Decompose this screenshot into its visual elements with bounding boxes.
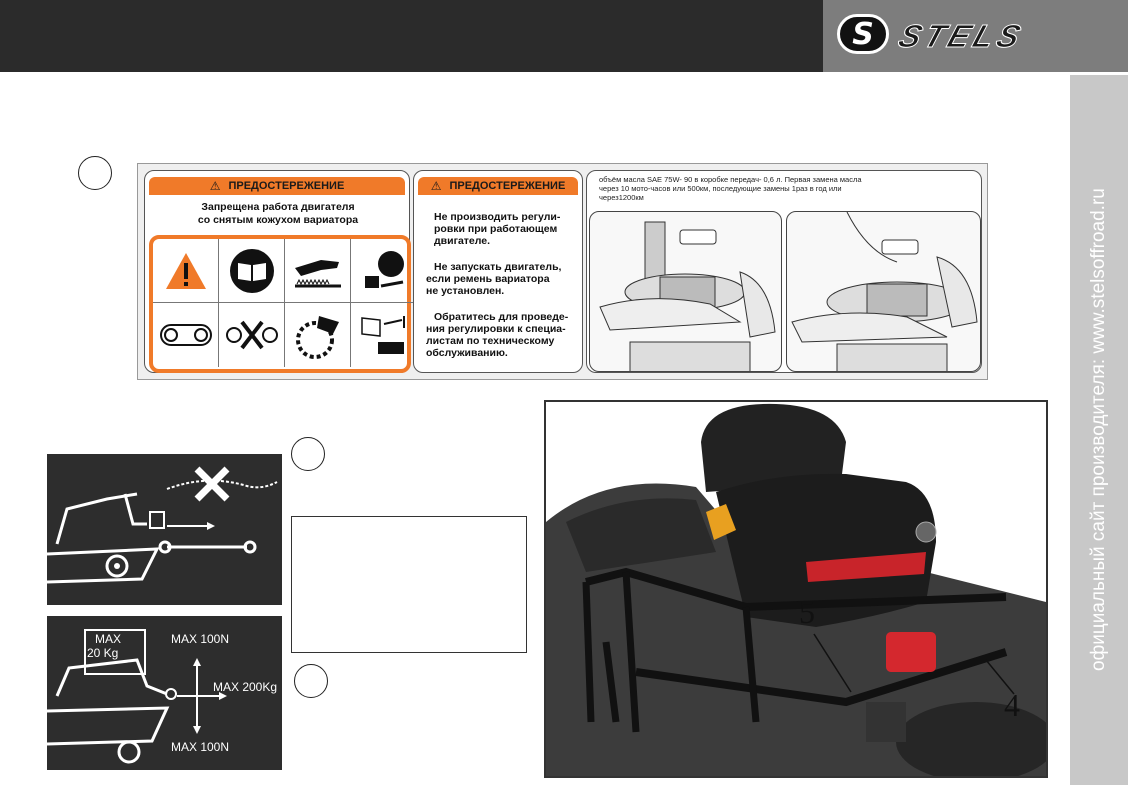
hand-hazard-pictogram xyxy=(285,239,351,303)
variator-drawing-1 xyxy=(589,211,782,372)
figure-marker-circle-3 xyxy=(294,664,328,698)
helmet-pictogram xyxy=(351,239,417,303)
tow-hitch-diagram xyxy=(46,454,282,605)
belt-pictogram xyxy=(153,303,219,367)
track-hazard-icon xyxy=(295,316,339,359)
variator-illustration-icon xyxy=(599,221,776,371)
warning-triangle-icon: ⚠ xyxy=(209,179,221,193)
callout-number-5: 5 xyxy=(799,594,815,630)
max-down-force-label: MAX 100N xyxy=(171,740,230,754)
caution-pictogram xyxy=(153,239,219,303)
empty-note-box xyxy=(291,516,527,653)
helmet-icon xyxy=(365,250,404,288)
rear-trunk-illustration-icon xyxy=(546,403,1046,776)
warning-triangle-icon: ⚠ xyxy=(430,179,442,193)
warning-heading-bar-2: ⚠ ПРЕДОСТЕРЕЖЕНИЕ xyxy=(418,177,578,195)
hand-hazard-icon xyxy=(294,259,341,287)
tow-hitch-illustration-icon xyxy=(46,466,278,584)
brand-wordmark: STELS xyxy=(894,18,1030,55)
manufacturer-site-text: официальный сайт производителя: www.stel… xyxy=(1088,188,1109,672)
left-warning-text-1: Запрещена работа двигателя xyxy=(201,201,355,213)
figure-marker-circle-2 xyxy=(291,437,325,471)
pictogram-grid xyxy=(149,235,417,373)
service-pictogram xyxy=(351,303,417,367)
service-manual-icon xyxy=(361,316,405,354)
variator-illustration-icon xyxy=(791,212,978,371)
variator-drawing-2 xyxy=(786,211,981,372)
middle-warning-para-2: Не запускать двигатель, если ремень вари… xyxy=(426,261,562,297)
caution-triangle-icon xyxy=(165,252,206,289)
track-hazard-pictogram xyxy=(285,303,351,367)
middle-warning-para-3: Обратитесь для проведе- ния регулировки … xyxy=(426,311,569,359)
belt-drive-icon xyxy=(159,324,212,346)
left-warning-text-2: со снятым кожухом вариатора xyxy=(197,214,359,226)
max-up-force-label: MAX 100N xyxy=(171,632,230,646)
oil-info-panel: объём масла SAE 75W- 90 в коробке переда… xyxy=(586,170,982,373)
max-load-value: 20 Kg xyxy=(87,646,119,660)
warning-panel-left: ⚠ ПРЕДОСТЕРЕЖЕНИЕ Запрещена работа двига… xyxy=(144,170,417,373)
side-strip xyxy=(1070,75,1128,785)
no-belt-pictogram xyxy=(219,303,285,367)
read-manual-icon xyxy=(229,248,274,293)
header-bar xyxy=(0,0,823,72)
warning-panel-middle: ⚠ ПРЕДОСТЕРЕЖЕНИЕ Не производить регули-… xyxy=(413,170,583,373)
callout-number-4: 4 xyxy=(1004,687,1020,723)
load-limit-illustration-icon xyxy=(47,629,227,764)
warning-heading-bar: ⚠ ПРЕДОСТЕРЕЖЕНИЕ xyxy=(149,177,405,195)
figure-marker-circle-1 xyxy=(78,156,112,190)
rear-trunk-photo: 5 4 xyxy=(544,400,1048,778)
oil-info-text: объём масла SAE 75W- 90 в коробке переда… xyxy=(599,175,862,202)
max-side-force-label: MAX 200Kg xyxy=(213,680,278,694)
max-load-label: MAX xyxy=(95,632,122,646)
middle-warning-para-1: Не производить регули- ровки при работаю… xyxy=(434,211,561,247)
brand-logo-icon: S xyxy=(837,14,889,54)
warning-label-sticker: ⚠ ПРЕДОСТЕРЕЖЕНИЕ Запрещена работа двига… xyxy=(137,163,988,380)
load-limit-diagram: MAX 20 Kg MAX 100N MAX 200Kg MAX 100N xyxy=(47,616,282,770)
no-belt-icon xyxy=(225,320,278,350)
manual-pictogram xyxy=(219,239,285,303)
